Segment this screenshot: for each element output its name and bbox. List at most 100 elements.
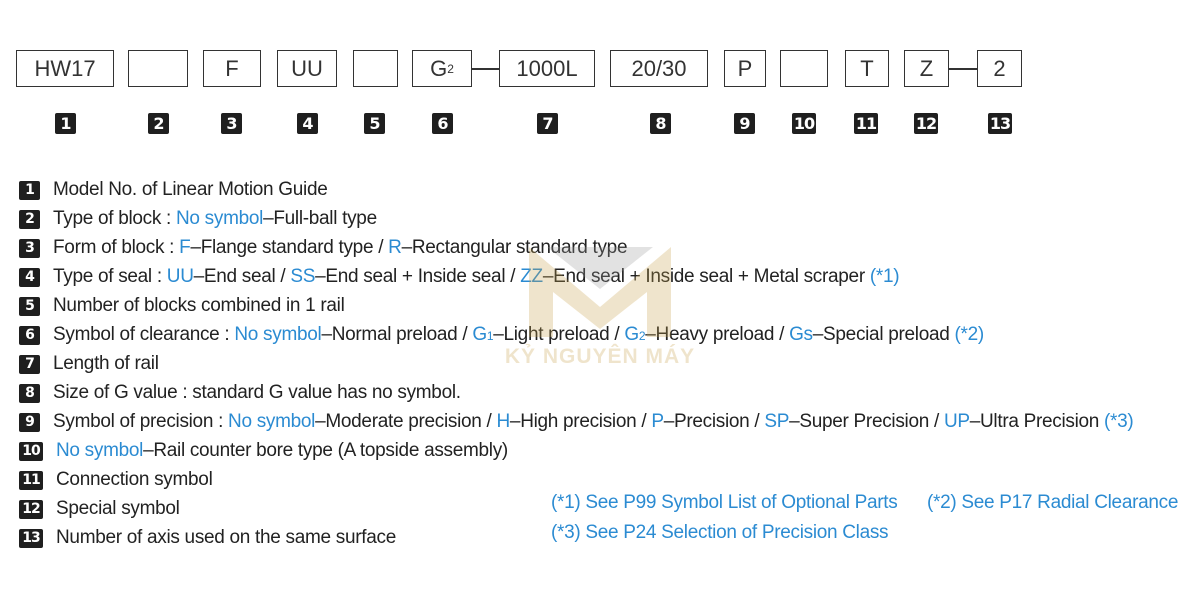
description-segment: –End seal + Inside seal /	[315, 266, 521, 287]
row-number-badge: 6	[19, 325, 40, 345]
description-segment: –Rail counter bore type (A topside assem…	[143, 440, 508, 461]
description-row: 11 Connection symbol	[19, 469, 213, 491]
row-number-badge: 12	[19, 499, 43, 519]
description-row: 3 Form of block : F–Flange standard type …	[19, 237, 628, 259]
description-row: 9 Symbol of precision : No symbol–Moderat…	[19, 411, 1134, 433]
description-segment: UP	[943, 411, 970, 432]
row-number-badge: 4	[19, 267, 40, 287]
description-row: 6 Symbol of clearance : No symbol–Normal …	[19, 324, 984, 346]
description-text: Type of seal : UU–End seal / SS–End seal…	[53, 266, 900, 288]
description-text: Number of axis used on the same surface	[56, 527, 396, 549]
code-box-1: HW17	[16, 50, 114, 87]
watermark-text: KỶ NGUYÊN MÁY	[504, 345, 696, 368]
description-segment: Symbol of precision :	[53, 411, 229, 432]
description-text: Model No. of Linear Motion Guide	[53, 179, 328, 201]
dash-connector	[949, 68, 977, 70]
description-segment: G	[624, 324, 639, 345]
code-box-12: Z	[904, 50, 949, 87]
code-box-7: 1000L	[499, 50, 595, 87]
description-segment: –Heavy preload /	[645, 324, 790, 345]
number-badge-7: 7	[537, 113, 558, 134]
row-number-badge: 9	[19, 412, 40, 432]
row-number-badge: 11	[19, 470, 43, 490]
description-segment: SP	[764, 411, 790, 432]
description-text: Size of G value : standard G value has n…	[53, 382, 461, 404]
description-row: 2 Type of block : No symbol–Full-ball typ…	[19, 208, 377, 230]
description-text: Length of rail	[53, 353, 159, 375]
description-text: Symbol of clearance : No symbol–Normal p…	[53, 324, 984, 346]
description-text: Connection symbol	[56, 469, 213, 491]
row-number-badge: 5	[19, 296, 40, 316]
description-segment: Length of rail	[53, 353, 159, 374]
description-text: No symbol–Rail counter bore type (A tops…	[56, 440, 508, 462]
row-number-badge: 3	[19, 238, 40, 258]
description-segment: –Normal preload /	[321, 324, 473, 345]
code-box-4: UU	[277, 50, 337, 87]
number-badge-10: 10	[792, 113, 816, 134]
description-segment: –Ultra Precision	[969, 411, 1105, 432]
description-text: Special symbol	[56, 498, 180, 520]
description-segment: SS	[290, 266, 316, 287]
description-row: 4 Type of seal : UU–End seal / SS–End sea…	[19, 266, 900, 288]
number-badge-2: 2	[148, 113, 169, 134]
description-segment: –Flange standard type /	[190, 237, 389, 258]
row-number-badge: 1	[19, 180, 40, 200]
description-segment: –End seal + Inside seal + Metal scraper	[542, 266, 870, 287]
code-box-10	[780, 50, 828, 87]
description-segment: –Rectangular standard type	[401, 237, 628, 258]
code-box-11: T	[845, 50, 889, 87]
description-segment: 1	[486, 329, 494, 343]
code-box-5	[353, 50, 398, 87]
description-segment: –Super Precision /	[789, 411, 944, 432]
note-2: (*2) See P17 Radial Clearance	[927, 492, 1179, 513]
description-segment: Type of seal :	[53, 266, 167, 287]
code-box-2	[128, 50, 188, 87]
row-number-badge: 10	[19, 441, 43, 461]
number-badge-3: 3	[221, 113, 242, 134]
description-segment: –Light preload /	[493, 324, 625, 345]
row-number-badge: 13	[19, 528, 43, 548]
description-row: 10 No symbol–Rail counter bore type (A to…	[19, 440, 508, 462]
description-segment: UU	[166, 266, 194, 287]
description-segment: Type of block :	[53, 208, 176, 229]
description-segment: Size of G value : standard G value has n…	[53, 382, 461, 403]
description-segment: 2	[638, 329, 646, 343]
description-segment: H	[496, 411, 511, 432]
number-badge-5: 5	[364, 113, 385, 134]
description-segment: Form of block :	[53, 237, 180, 258]
description-segment: Connection symbol	[56, 469, 213, 490]
note-3: (*3) See P24 Selection of Precision Clas…	[551, 522, 889, 543]
description-segment: R	[388, 237, 402, 258]
description-segment: Model No. of Linear Motion Guide	[53, 179, 328, 200]
description-segment: No symbol	[176, 208, 264, 229]
description-segment: Special symbol	[56, 498, 180, 519]
code-box-3: F	[203, 50, 261, 87]
description-text: Symbol of precision : No symbol–Moderate…	[53, 411, 1134, 433]
row-number-badge: 2	[19, 209, 40, 229]
description-text: Form of block : F–Flange standard type /…	[53, 237, 628, 259]
description-segment: (*2)	[954, 324, 985, 345]
description-segment: No symbol	[234, 324, 322, 345]
description-segment: Symbol of clearance :	[53, 324, 235, 345]
description-segment: ZZ	[520, 266, 543, 287]
description-segment: (*1)	[869, 266, 900, 287]
description-row: 12 Special symbol	[19, 498, 180, 520]
description-segment: No symbol	[56, 440, 144, 461]
description-segment: No symbol	[228, 411, 316, 432]
description-segment: Number of axis used on the same surface	[56, 527, 396, 548]
description-segment: –High precision /	[509, 411, 652, 432]
description-segment: P	[651, 411, 664, 432]
dash-connector	[472, 68, 499, 70]
description-segment: Gs	[789, 324, 813, 345]
code-box-13: 2	[977, 50, 1022, 87]
description-text: Type of block : No symbol–Full-ball type	[53, 208, 377, 230]
description-segment: –Special preload	[812, 324, 955, 345]
number-badge-8: 8	[650, 113, 671, 134]
number-badge-9: 9	[734, 113, 755, 134]
description-row: 1 Model No. of Linear Motion Guide	[19, 179, 328, 201]
description-segment: G	[472, 324, 487, 345]
